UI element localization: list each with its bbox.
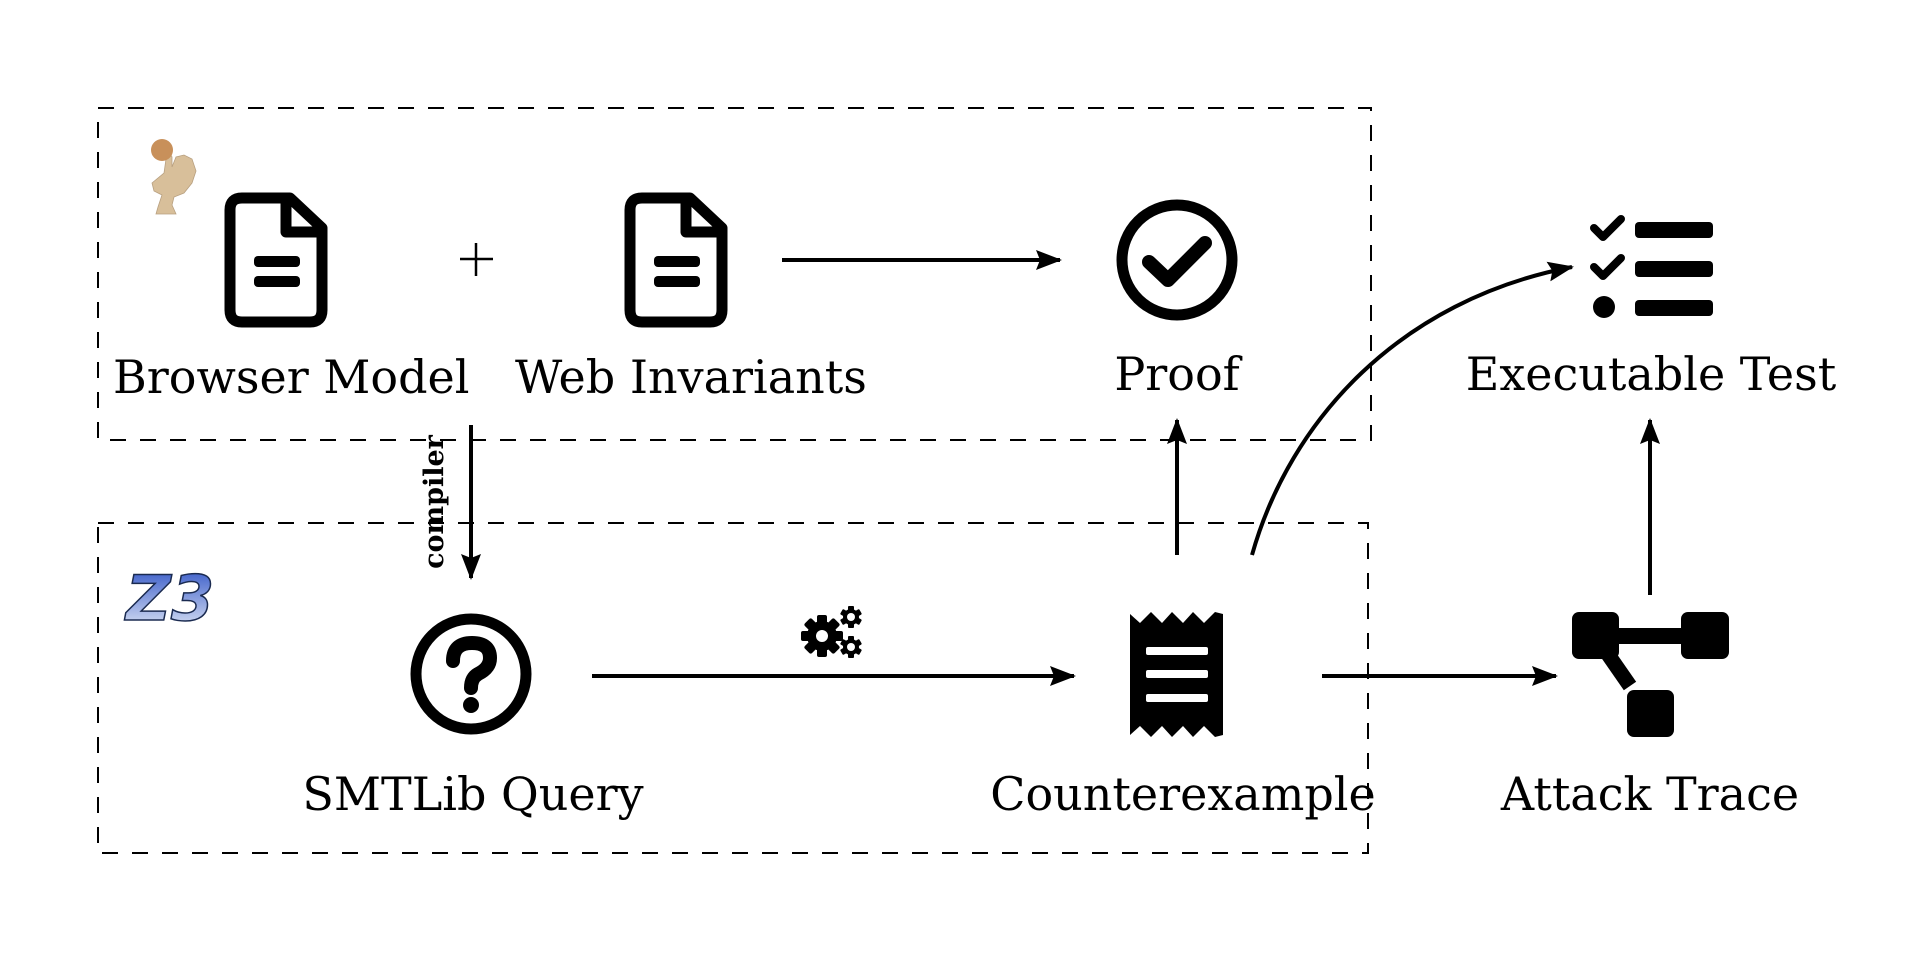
z3-logo: Z3 [123, 561, 215, 636]
proof-label: Proof [1114, 347, 1242, 401]
smtlib-query-label: SMTLib Query [302, 767, 643, 821]
executable-test-label: Executable Test [1466, 347, 1837, 401]
network-icon [1572, 612, 1729, 737]
svg-text:Z3: Z3 [124, 562, 214, 635]
edge-counterexample-to-executable-test [1250, 261, 1574, 556]
attack-trace-label: Attack Trace [1500, 767, 1799, 821]
browser-model-label: Browser Model [113, 350, 469, 404]
browser-model-document-icon [224, 192, 328, 328]
web-invariants-document-icon [624, 192, 728, 328]
rooster-logo [151, 139, 197, 215]
web-invariants-label: Web Invariants [515, 350, 867, 404]
plus-sign [460, 243, 493, 276]
checklist-icon [1590, 215, 1713, 318]
z3-group-box [97, 522, 1369, 854]
receipt-icon [1130, 612, 1223, 737]
coq-group-box [97, 107, 1372, 441]
question-circle-icon [410, 613, 532, 735]
counterexample-label: Counterexample [990, 767, 1375, 821]
gears-icon [801, 606, 862, 658]
compiler-label: compiler [419, 434, 450, 569]
check-circle-icon [1116, 199, 1238, 321]
